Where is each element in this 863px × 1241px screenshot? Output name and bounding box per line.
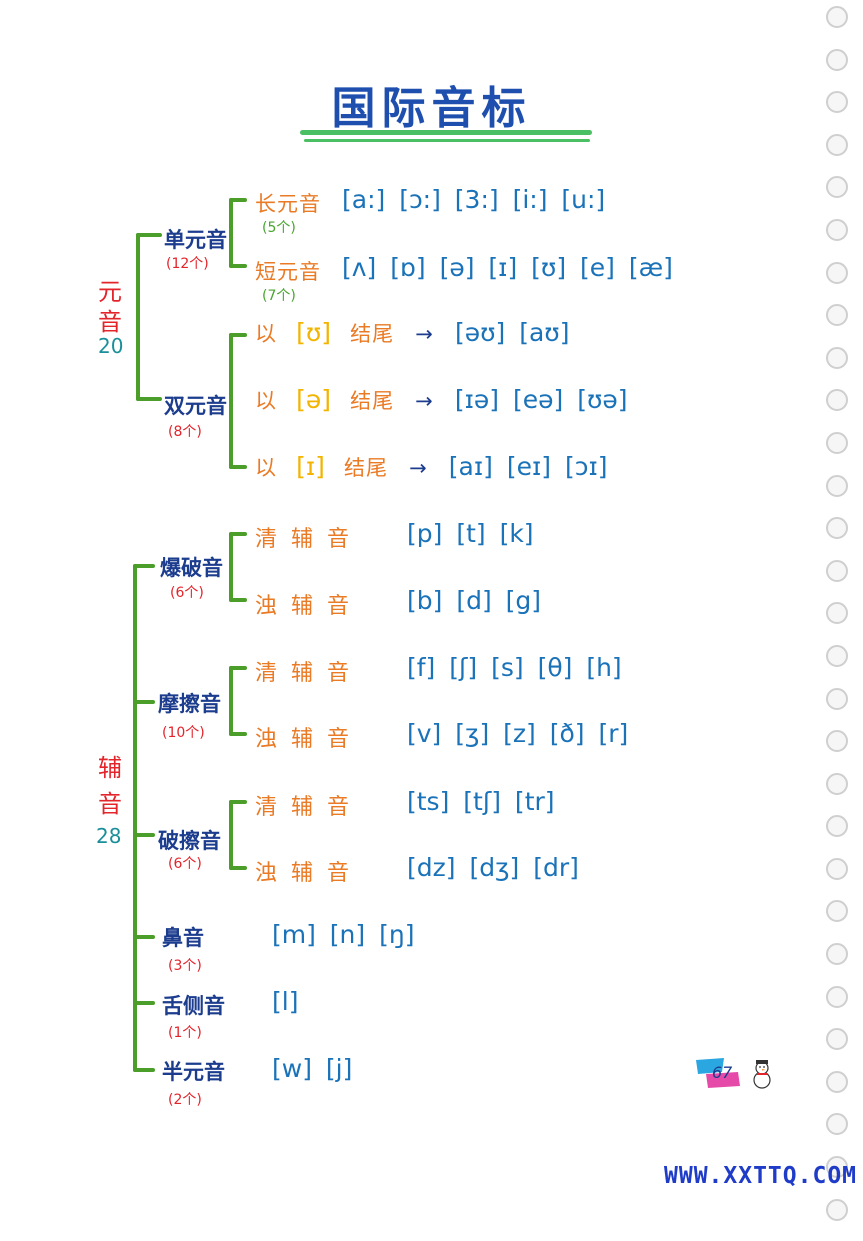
diphthong-marker: [ʊ] (296, 318, 332, 347)
fricatives-count: (10个) (162, 725, 205, 741)
lateral-label: 舌侧音 (162, 994, 225, 1018)
fricatives-label: 摩擦音 (158, 692, 221, 716)
semivowels-count: (2个) (168, 1092, 202, 1108)
page-title: 国际音标 (331, 83, 532, 134)
plosives-label: 爆破音 (160, 556, 223, 580)
long-vowels-count: (5个) (262, 220, 296, 236)
vowels-label-top: 元 (98, 278, 122, 306)
short-vowels-count: (7个) (262, 288, 296, 304)
plosives-voiceless-label: 清辅音 (255, 527, 364, 552)
diphthong-row-1: 以 [ʊ] 结尾 → [əʊ] [aʊ] (255, 318, 570, 347)
diphthong-symbols: [ɪə] [eə] [ʊə] (454, 385, 628, 414)
semivowels-symbols: [w] [j] (272, 1054, 353, 1083)
plosives-count: (6个) (170, 585, 204, 601)
nasals-count: (3个) (168, 958, 202, 974)
page-number: 67 (712, 1063, 733, 1082)
vowels-bracket (136, 233, 140, 401)
affricates-voiced-symbols: [dz] [dʒ] [dr] (407, 853, 579, 882)
nasals-symbols: [m] [n] [ŋ] (272, 920, 415, 949)
affricates-bracket (229, 800, 233, 870)
monophthongs-label: 单元音 (164, 228, 227, 252)
fricatives-voiceless-label: 清辅音 (255, 661, 364, 686)
vowels-label-bottom: 音 (98, 308, 122, 336)
title-underline (300, 130, 592, 135)
diphthong-symbols: [aɪ] [eɪ] [ɔɪ] (448, 452, 608, 481)
affricates-voiceless-symbols: [ts] [tʃ] [tr] (407, 787, 555, 816)
footer-url[interactable]: WWW.XXTTQ.COM (664, 1163, 858, 1189)
affricates-voiced-label: 浊辅音 (255, 861, 364, 886)
long-vowels-label: 长元音 (255, 192, 321, 216)
plosives-bracket (229, 532, 233, 602)
diphthong-symbols: [əʊ] [aʊ] (454, 318, 570, 347)
affricates-label: 破擦音 (158, 829, 221, 853)
page-number-sticker (696, 1058, 740, 1088)
fricatives-voiced-symbols: [v] [ʒ] [z] [ð] [r] (407, 719, 629, 748)
monophthongs-count: (12个) (166, 256, 209, 272)
arrow-icon: → (409, 456, 428, 480)
lateral-symbols: [l] (272, 987, 299, 1016)
nasals-label: 鼻音 (162, 926, 204, 950)
short-vowels-label: 短元音 (255, 260, 321, 284)
short-vowels-symbols: [ʌ] [ɒ] [ə] [ɪ] [ʊ] [e] [æ] (342, 253, 673, 282)
vowels-count: 20 (98, 334, 124, 358)
affricates-voiceless-label: 清辅音 (255, 795, 364, 820)
plosives-voiced-label: 浊辅音 (255, 594, 364, 619)
consonants-label-bottom: 音 (98, 790, 122, 818)
arrow-icon: → (415, 389, 434, 413)
arrow-icon: → (415, 322, 434, 346)
diphthongs-label: 双元音 (164, 394, 227, 418)
affricates-count: (6个) (168, 856, 202, 872)
diphthong-marker: [ə] (296, 385, 331, 414)
long-vowels-symbols: [a:] [ɔ:] [3:] [i:] [u:] (342, 185, 606, 214)
title-underline-second (304, 139, 590, 142)
snowman-icon (753, 1060, 771, 1089)
diphthong-marker: [ɪ] (296, 452, 325, 481)
semivowels-label: 半元音 (162, 1060, 225, 1084)
notebook-binding (826, 6, 850, 1241)
consonants-count: 28 (96, 824, 122, 848)
monophthongs-bracket (229, 198, 233, 268)
diphthongs-bracket (229, 333, 233, 469)
diphthong-row-3: 以 [ɪ] 结尾 → [aɪ] [eɪ] [ɔɪ] (255, 452, 608, 481)
diphthongs-count: (8个) (168, 424, 202, 440)
fricatives-voiceless-symbols: [f] [ʃ] [s] [θ] [h] (407, 653, 622, 682)
fricatives-voiced-label: 浊辅音 (255, 727, 364, 752)
plosives-voiced-symbols: [b] [d] [g] (407, 586, 542, 615)
fricatives-bracket (229, 666, 233, 736)
consonants-bracket (133, 564, 137, 1072)
diphthong-row-2: 以 [ə] 结尾 → [ɪə] [eə] [ʊə] (255, 385, 628, 414)
plosives-voiceless-symbols: [p] [t] [k] (407, 519, 534, 548)
lateral-count: (1个) (168, 1025, 202, 1041)
consonants-label-top: 辅 (98, 754, 122, 782)
